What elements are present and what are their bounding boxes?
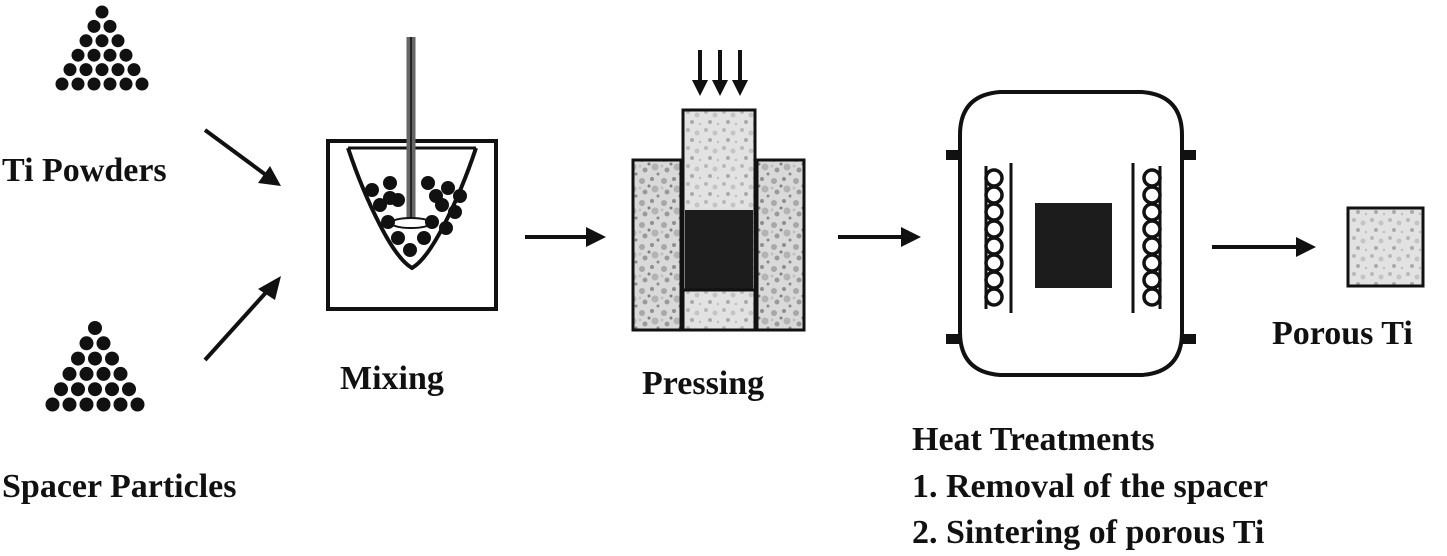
particle-dot	[62, 366, 77, 381]
particle-dot	[79, 63, 93, 77]
spacer-particles-pile-icon	[45, 321, 145, 412]
particle-dot	[113, 397, 128, 412]
particle-dot	[79, 366, 94, 381]
particle-dot	[71, 382, 85, 397]
heating-coil-left-icon	[984, 166, 1004, 309]
particle-dot	[63, 63, 77, 77]
particle-dot	[111, 63, 125, 77]
pressing-label: Pressing	[642, 365, 764, 402]
mixture-particle	[425, 215, 439, 229]
porous-ti-block	[1346, 206, 1425, 288]
particle-dot	[71, 351, 85, 366]
mixture-particle	[391, 231, 405, 245]
particle-dot	[119, 48, 133, 62]
arrow-furnace-to-product	[1212, 237, 1316, 257]
particle-dot	[96, 336, 111, 351]
heat-step-1-label: 1. Removal of the spacer	[912, 468, 1268, 505]
ti-powders-label: Ti Powders	[2, 152, 167, 189]
particle-dot	[103, 77, 117, 91]
particle-dot	[105, 351, 119, 366]
particle-dot	[135, 77, 149, 91]
particle-dot	[113, 366, 128, 381]
particle-dot	[103, 19, 117, 33]
particle-dot	[127, 63, 141, 77]
ti-powders-pile-icon	[55, 5, 149, 91]
heat-treatments-label: Heat Treatments	[912, 421, 1155, 458]
heating-coil-right-icon	[1142, 166, 1162, 309]
arrow-pressing-to-furnace	[838, 227, 921, 247]
particle-dot	[87, 77, 101, 91]
pressing-die	[631, 108, 806, 332]
mixer-vessel	[326, 37, 498, 311]
particle-dot	[122, 382, 136, 397]
mixture-particle	[439, 221, 453, 235]
arrow-mixing-to-pressing	[525, 227, 606, 247]
particle-dot	[105, 382, 119, 397]
mixture-particle	[448, 205, 462, 219]
arrow-spacer-to-mixer	[203, 276, 281, 362]
mixture-particle	[421, 176, 435, 190]
particle-dot	[62, 397, 77, 412]
particle-dot	[71, 48, 85, 62]
particle-dot	[79, 34, 93, 48]
mixture-particle	[383, 191, 397, 205]
arrow-ti-to-mixer	[203, 128, 281, 186]
particle-dot	[111, 34, 125, 48]
particle-dot	[87, 48, 101, 62]
heat-step-2-label: 2. Sintering of porous Ti	[912, 514, 1264, 551]
mixture-particle	[417, 231, 431, 245]
particle-dot	[88, 351, 102, 366]
mixture-particle	[383, 176, 397, 190]
particle-dot	[103, 48, 117, 62]
sintering-furnace	[946, 90, 1196, 377]
mixture-particle	[403, 243, 417, 257]
mixture-particle	[429, 189, 443, 203]
mixture-particle	[453, 189, 467, 203]
particle-dot	[95, 63, 109, 77]
mixing-label: Mixing	[340, 360, 444, 397]
particle-dot	[87, 19, 101, 33]
particle-dot	[96, 397, 111, 412]
particle-dot	[95, 34, 109, 48]
particle-dot	[55, 77, 69, 91]
particle-dot	[96, 366, 111, 381]
mixture-particles	[365, 176, 467, 257]
particle-dot	[130, 397, 145, 412]
particle-dot	[95, 5, 109, 19]
press-force-arrows-icon	[692, 50, 748, 96]
particle-dot	[88, 382, 102, 397]
particle-dot	[79, 336, 94, 351]
particle-dot	[45, 397, 60, 412]
particle-dot	[88, 321, 102, 335]
particle-dot	[119, 77, 133, 91]
mixture-particle	[373, 198, 387, 212]
spacer-particles-label: Spacer Particles	[2, 468, 236, 505]
porous-ti-label: Porous Ti	[1272, 315, 1413, 352]
mixture-particle	[381, 215, 395, 229]
mixture-particle	[365, 183, 379, 197]
particle-dot	[54, 382, 68, 397]
particle-dot	[71, 77, 85, 91]
mixture-particle	[441, 181, 455, 195]
particle-dot	[79, 397, 94, 412]
